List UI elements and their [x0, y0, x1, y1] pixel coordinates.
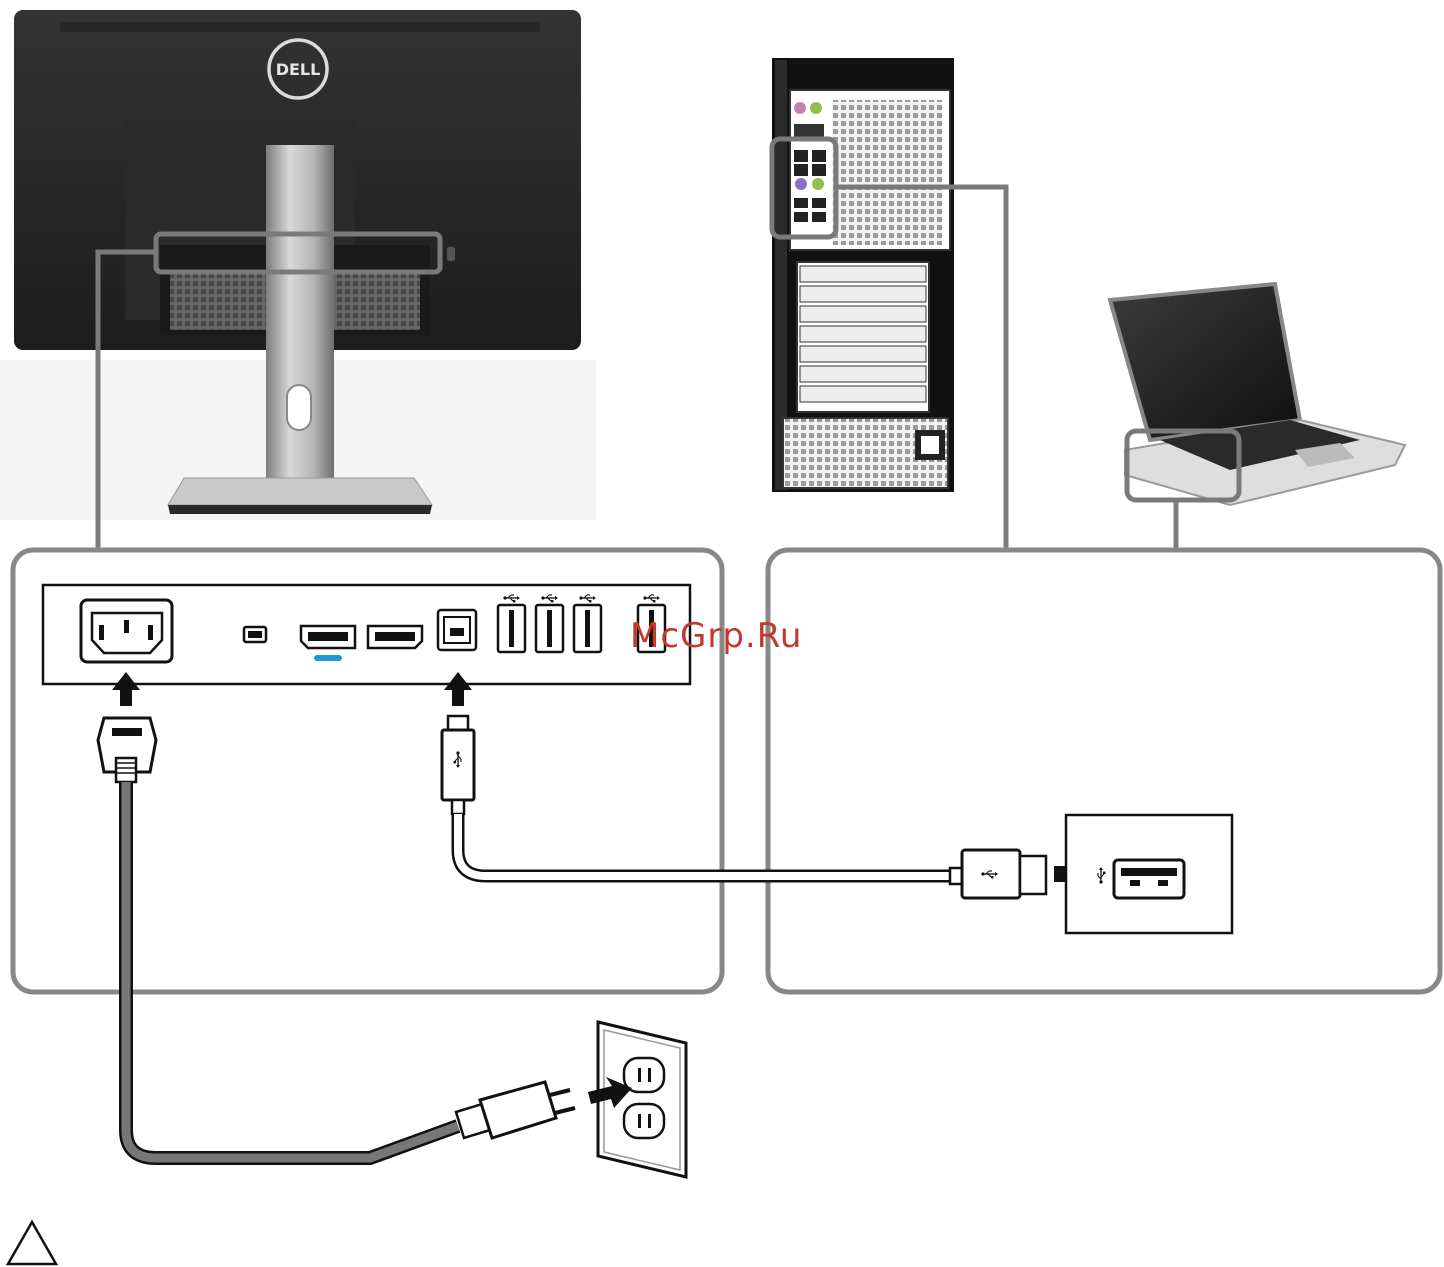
power-cord [98, 718, 575, 1158]
usb-upstream-port [438, 610, 476, 650]
outlet-socket [624, 1058, 664, 1092]
monitor-stand [266, 145, 334, 485]
stand-base [168, 478, 432, 505]
dell-logo-text: DELL [276, 60, 321, 79]
caution-triangle-icon [8, 1222, 56, 1264]
monitor-port-strip [43, 585, 690, 684]
expansion-slots [797, 262, 929, 412]
wall-outlet [588, 1022, 686, 1177]
desktop-tower [772, 58, 954, 492]
outlet-socket [624, 1104, 664, 1138]
monitor-rear-view: DELL [0, 10, 596, 520]
kensington-slot-icon [447, 247, 455, 261]
cable-hole-icon [287, 385, 311, 430]
displayport-indicator [314, 655, 342, 661]
computer-usb-port-box [1066, 815, 1232, 933]
watermark-text: McGrp.Ru [630, 616, 802, 656]
laptop [1110, 284, 1405, 505]
wall-plug [456, 1082, 575, 1138]
